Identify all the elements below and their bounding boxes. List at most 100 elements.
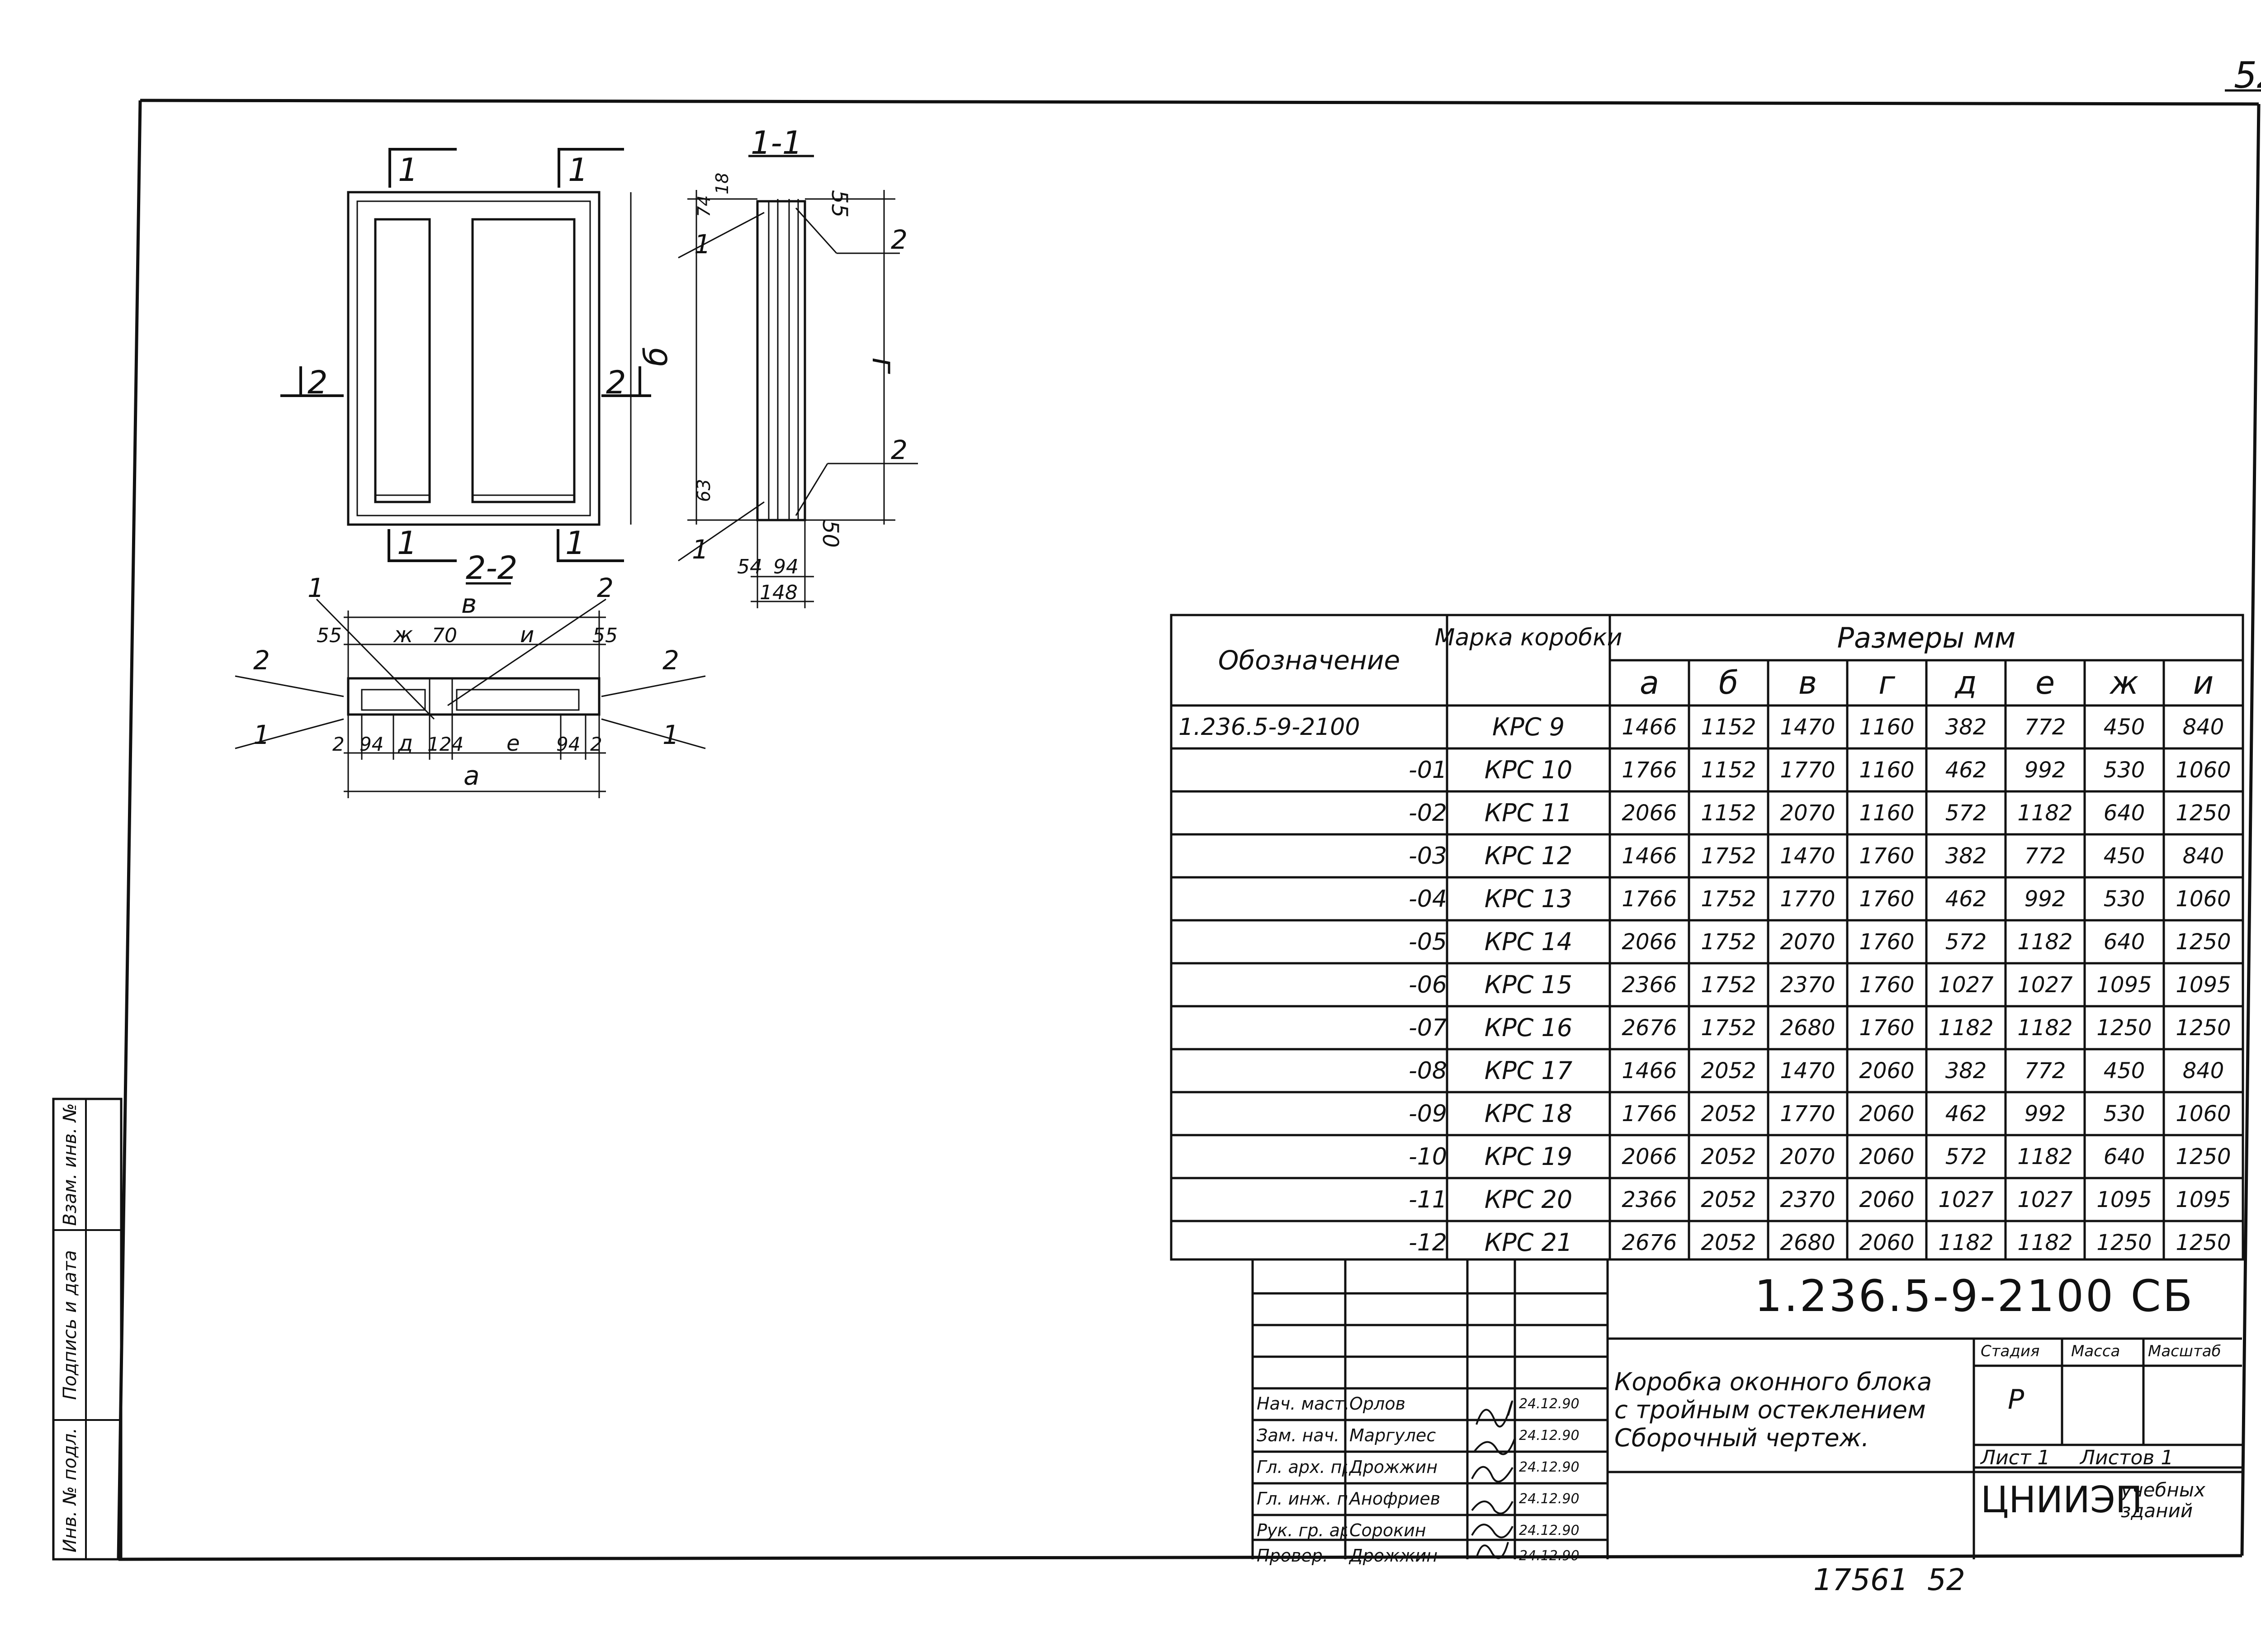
mark-2-right: 2: [606, 364, 626, 401]
mark-2-s22-left: 2: [253, 645, 270, 676]
row-size-value: 1182: [2017, 929, 2073, 955]
signature-name: Сорокин: [1349, 1520, 1426, 1540]
row-designation: -03: [1409, 842, 1447, 870]
row-size-value: 1470: [1780, 1058, 1835, 1084]
dim-d: д: [397, 731, 413, 756]
dim-zh: ж: [393, 622, 413, 648]
dim-18: 18: [712, 173, 732, 194]
row-size-value: 992: [2024, 886, 2066, 912]
row-size-value: 2060: [1859, 1144, 1915, 1169]
title-line-1: Коробка оконного блока: [1614, 1368, 1932, 1396]
row-size-value: 992: [2024, 1101, 2066, 1127]
stage-label: Стадия: [1981, 1342, 2040, 1360]
sheet-label: Лист 1: [1981, 1446, 2050, 1469]
signature-role: Зам. нач.: [1257, 1425, 1340, 1445]
row-size-value: 2370: [1780, 972, 1835, 998]
row-size-value: 1152: [1701, 800, 1756, 826]
section-2-2-title: 2-2: [466, 549, 517, 587]
row-size-value: 1060: [2176, 1101, 2231, 1127]
row-size-value: 640: [2103, 1144, 2145, 1169]
front-view-sash-right: [471, 218, 576, 503]
size-header: а: [1640, 664, 1659, 701]
row-size-value: 2066: [1622, 800, 1677, 826]
signature-4: [1471, 1501, 1514, 1515]
row-designation: 1.236.5-9-2100: [1178, 713, 1360, 741]
signature-name: Дрожжин: [1349, 1457, 1438, 1477]
row-size-value: 1250: [2176, 1230, 2231, 1255]
dim-94-s11: 94: [773, 555, 799, 578]
row-size-value: 1095: [2176, 972, 2231, 998]
signature-name: Анофриев: [1349, 1489, 1441, 1509]
org-sub-line-2: зданий: [2121, 1500, 2193, 1522]
mass-label: Масса: [2071, 1342, 2120, 1360]
row-mark: КРС 18: [1484, 1099, 1573, 1128]
signature-date: 24.12.90: [1519, 1522, 1580, 1538]
dim-63: 63: [694, 479, 714, 502]
row-mark: КРС 19: [1484, 1142, 1573, 1171]
mark-1-s22-left: 1: [253, 719, 270, 750]
title-line-2: с тройным остеклением: [1614, 1396, 1926, 1424]
row-designation: -01: [1409, 756, 1447, 784]
row-size-value: 2680: [1780, 1015, 1835, 1041]
mark-1-top-right: 1: [568, 151, 588, 189]
section-1-1-title: 1-1: [751, 124, 802, 161]
dim-94-right: 94: [556, 733, 580, 755]
dim-2-right: 2: [590, 733, 602, 755]
row-designation: -05: [1409, 928, 1447, 956]
row-mark: КРС 21: [1484, 1228, 1573, 1257]
row-size-value: 1752: [1701, 1015, 1756, 1041]
row-size-value: 2070: [1780, 929, 1835, 955]
signature-5: [1471, 1524, 1514, 1538]
row-size-value: 1160: [1859, 714, 1915, 740]
row-size-value: 1250: [2176, 1144, 2231, 1169]
signature-role: Рук. гр. арх.: [1257, 1520, 1347, 1540]
row-size-value: 450: [2103, 714, 2145, 740]
dim-74: 74: [694, 195, 714, 217]
sheets-label: Листов 1: [2080, 1446, 2174, 1469]
row-size-value: 1160: [1859, 757, 1915, 783]
signature-date: 24.12.90: [1519, 1396, 1580, 1412]
row-mark: КРС 10: [1484, 756, 1573, 784]
row-size-value: 2060: [1859, 1187, 1915, 1212]
size-header: ж: [2110, 664, 2139, 701]
mark-1-top-left: 1: [398, 151, 418, 189]
row-size-value: 2066: [1622, 1144, 1677, 1169]
row-size-value: 2370: [1780, 1187, 1835, 1212]
stage-value: Р: [2008, 1384, 2024, 1415]
signature-name: Орлов: [1349, 1394, 1405, 1414]
row-mark: КРС 15: [1484, 970, 1573, 999]
signature-2: [1473, 1438, 1516, 1455]
row-designation: -09: [1409, 1100, 1447, 1127]
mark-1-s22-right: 1: [662, 719, 679, 750]
row-size-value: 1760: [1859, 972, 1915, 998]
row-size-value: 1250: [2176, 800, 2231, 826]
row-size-value: 1160: [1859, 800, 1915, 826]
row-size-value: 2066: [1622, 929, 1677, 955]
row-size-value: 450: [2103, 1058, 2145, 1084]
row-size-value: 382: [1945, 714, 1987, 740]
title-line-3: Сборочный чертеж.: [1614, 1424, 1869, 1452]
row-size-value: 1027: [1938, 972, 1994, 998]
row-size-value: 1466: [1622, 1058, 1677, 1084]
mark-2-s22-topright: 2: [597, 573, 614, 603]
section-1-1-profile: [756, 200, 806, 521]
row-size-value: 1250: [2096, 1015, 2152, 1041]
row-size-value: 1766: [1622, 886, 1677, 912]
row-size-value: 462: [1945, 886, 1987, 912]
row-size-value: 1752: [1701, 929, 1756, 955]
row-size-value: 1470: [1780, 843, 1835, 869]
row-size-value: 2676: [1622, 1230, 1677, 1255]
row-size-value: 992: [2024, 757, 2066, 783]
row-size-value: 1760: [1859, 929, 1915, 955]
dim-55-right: 55: [592, 624, 618, 647]
header-designation: Обозначение: [1218, 645, 1400, 676]
bottom-archive-number: 17561 52: [1813, 1562, 1965, 1597]
row-mark: КРС 12: [1484, 842, 1573, 870]
row-size-value: 572: [1945, 1144, 1987, 1169]
dim-94-left: 94: [359, 733, 383, 755]
dim-55-left: 55: [317, 624, 342, 647]
row-size-value: 1760: [1859, 1015, 1915, 1041]
size-header: и: [2193, 664, 2214, 701]
header-mark: Марка коробки: [1434, 624, 1622, 651]
row-size-value: 1182: [1938, 1230, 1994, 1255]
